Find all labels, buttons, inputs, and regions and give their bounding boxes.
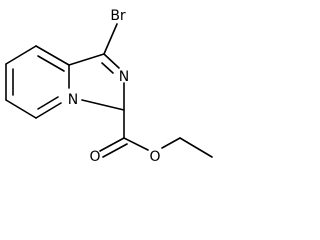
ester-oxygen-label: O [149,149,160,165]
bond-c8-c7 [5,45,37,65]
bond-c5-n4-inner [37,96,59,110]
bond-c5-n4 [35,102,62,119]
bond-c8a-c1 [68,53,105,66]
chemical-structure: Br N N O O [5,8,213,165]
bond-c8a-c8 [35,45,70,66]
bond-carbonyl-c-ester-o [123,137,149,151]
bond-carbonyl-c-o-double-b [102,143,128,158]
bromine-atom-label: Br [110,8,126,24]
bond-c3-n4 [81,99,125,111]
imidazole-nitrogen-label: N [119,69,129,85]
bridgehead-nitrogen-label: N [68,92,78,108]
bond-c6-c5 [5,99,37,119]
bond-c1-n2-inner [101,62,114,74]
carbonyl-oxygen-label: O [89,149,100,165]
bond-carbonyl-c-o-double-a [99,137,125,152]
bond-c1-n2 [103,53,120,69]
bond-c8-c8a-inner [37,55,65,72]
bond-ester-o-ch2 [161,137,181,149]
bond-c1-br [103,23,118,55]
bond-ch2-ch3 [179,137,213,158]
